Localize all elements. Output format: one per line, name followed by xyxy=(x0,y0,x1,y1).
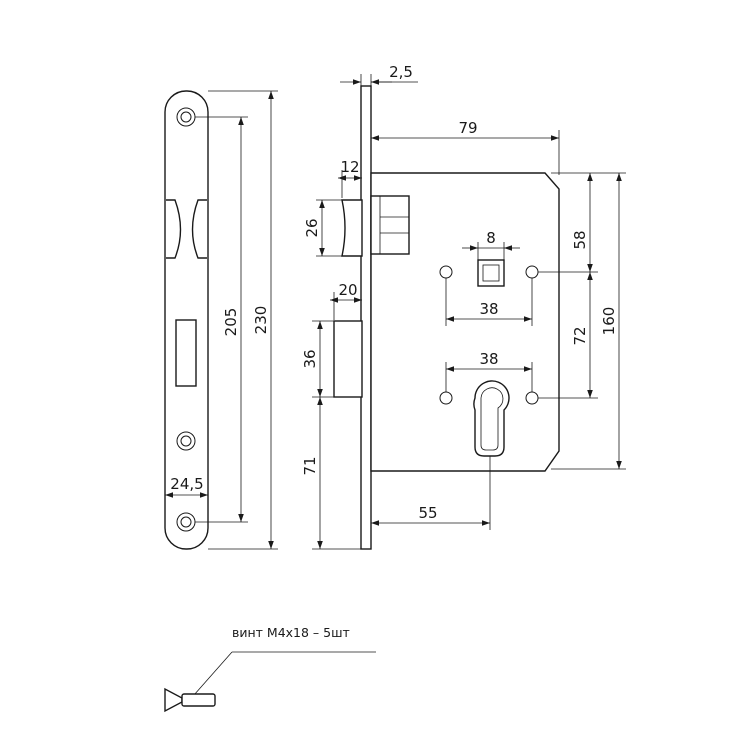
cylinder-screw-left-icon xyxy=(439,391,453,405)
dim-strike-length: 230 xyxy=(208,90,278,550)
dim-handle-screw-spacing: 38 xyxy=(445,278,533,326)
dim-72-label: 72 xyxy=(571,326,589,345)
dim-38-bottom-label: 38 xyxy=(479,350,498,368)
latch-bolt xyxy=(341,199,363,257)
dim-36-label: 36 xyxy=(301,349,319,368)
screw-note-label: винт М4х18 – 5шт xyxy=(232,625,350,640)
dim-79-label: 79 xyxy=(458,119,477,137)
strike-top-screw-inner-icon xyxy=(180,111,192,123)
dim-strike-width: 24,5 xyxy=(164,475,209,502)
strike-plate xyxy=(164,90,209,550)
dim-160-label: 160 xyxy=(600,307,618,336)
dim-2-5-label: 2,5 xyxy=(389,63,413,81)
leader-line-diagonal xyxy=(193,651,233,696)
dim-205-label: 205 xyxy=(222,308,240,337)
strike-deadbolt-opening xyxy=(175,319,197,387)
handle-screw-right-icon xyxy=(525,265,539,279)
cylinder-screw-right-icon xyxy=(525,391,539,405)
screw-callout: винт М4х18 – 5шт xyxy=(164,625,376,713)
dim-24-5-label: 24,5 xyxy=(170,475,203,493)
deadbolt xyxy=(333,320,363,398)
dim-vertical-right: 58 72 160 xyxy=(538,172,626,470)
dim-latch-height: 26 xyxy=(303,199,342,257)
dim-latch-projection: 12 xyxy=(338,158,362,198)
spindle-square xyxy=(477,259,505,287)
handle-screw-left-icon xyxy=(439,265,453,279)
lock-case xyxy=(370,172,560,472)
dim-backset: 55 xyxy=(371,456,491,530)
dim-faceplate-thickness: 2,5 xyxy=(340,63,418,92)
dim-cylinder-screw-spacing: 38 xyxy=(445,350,533,392)
screw-icon xyxy=(164,687,216,713)
lock-body xyxy=(333,85,560,550)
dim-spindle-square: 8 xyxy=(462,229,520,260)
dim-backset-body: 79 xyxy=(371,119,560,175)
dim-8-label: 8 xyxy=(486,229,496,247)
dim-strike-hole-spacing: 205 xyxy=(195,116,248,523)
strike-middle-screw-inner-icon xyxy=(180,435,192,447)
dim-58-label: 58 xyxy=(571,230,589,249)
faceplate xyxy=(360,85,372,550)
dim-deadbolt-offset: 71 xyxy=(301,397,361,550)
cylinder-cutout-inner xyxy=(480,387,504,451)
cylinder-cutout xyxy=(473,380,510,457)
dim-12-label: 12 xyxy=(340,158,359,176)
dim-20-label: 20 xyxy=(338,281,357,299)
dim-71-label: 71 xyxy=(301,456,319,475)
dim-26-label: 26 xyxy=(303,218,321,237)
strike-latch-opening xyxy=(166,199,207,259)
dim-38-top-label: 38 xyxy=(479,300,498,318)
latch-mechanism xyxy=(370,195,410,255)
strike-bottom-screw-inner-icon xyxy=(180,516,192,528)
dim-deadbolt-height: 36 xyxy=(301,320,334,398)
dim-55-label: 55 xyxy=(418,504,437,522)
dim-230-label: 230 xyxy=(252,306,270,335)
dim-deadbolt-projection: 20 xyxy=(330,281,362,320)
